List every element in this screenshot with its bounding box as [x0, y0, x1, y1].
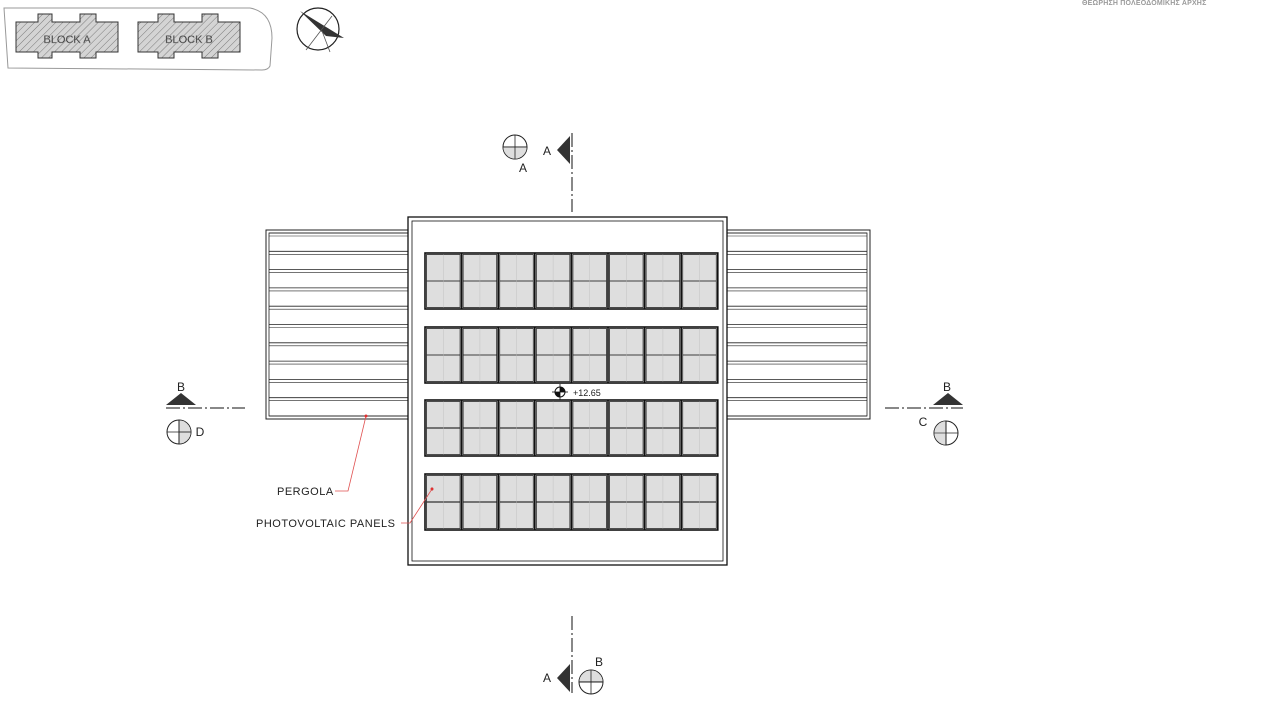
block-a-label: BLOCK A: [43, 34, 91, 46]
pv-panel: [533, 327, 571, 383]
pv-panel: [533, 253, 571, 309]
pv-panel: [570, 253, 607, 309]
pv-panel: [426, 401, 461, 455]
pv-panel: [460, 253, 498, 309]
pv-panel: [607, 474, 644, 530]
pv-panel: [607, 253, 644, 309]
pv-panel: [643, 400, 681, 456]
key-plan: BLOCK A BLOCK B: [3, 7, 273, 71]
pv-panel: [643, 253, 681, 309]
section-marker-icon-bottom: B: [578, 655, 604, 695]
pergola-left: [265, 229, 410, 420]
section-marker-icon-top: A: [502, 134, 528, 175]
block-b-outline: BLOCK B: [137, 13, 241, 59]
section-arrow-bottom: [557, 664, 570, 692]
pv-panel: [460, 327, 498, 383]
pv-panel: [570, 400, 607, 456]
section-cut-label-top: A: [543, 144, 551, 158]
section-cut-label-left: B: [177, 380, 185, 394]
section-line-a: A A: [543, 133, 573, 693]
pv-panel: [460, 400, 498, 456]
pv-panel: [497, 400, 534, 456]
block-b-label: BLOCK B: [165, 34, 213, 46]
pv-row: [424, 326, 719, 384]
section-marker-icon-left: D: [166, 419, 205, 445]
section-line-b: B B: [166, 380, 963, 409]
pv-row: [424, 252, 719, 310]
section-marker-label-bottom: B: [595, 655, 603, 669]
pv-panel: [426, 328, 461, 382]
annotations: PERGOLA PHOTOVOLTAIC PANELS: [256, 414, 434, 530]
pv-panel: [533, 400, 571, 456]
north-arrow-icon: [296, 7, 344, 53]
pv-panel: [460, 474, 498, 530]
pergola-label: PERGOLA: [277, 486, 334, 498]
pv-panel: [570, 327, 607, 383]
pv-panel: [680, 474, 717, 530]
level-marker: +12.65: [552, 384, 601, 400]
pv-panel: [643, 327, 681, 383]
section-marker-icon-right: C: [919, 415, 959, 446]
pv-panel: [426, 254, 461, 308]
pv-panel: [643, 474, 681, 530]
pv-panel: [680, 253, 717, 309]
pv-panel: [607, 400, 644, 456]
pv-panel: [570, 474, 607, 530]
photovoltaic-panels: [424, 252, 719, 531]
pv-panel: [533, 474, 571, 530]
pv-panel: [680, 400, 717, 456]
section-arrow-right: [933, 393, 963, 405]
section-arrow-left: [166, 393, 196, 405]
pergola-right: [725, 229, 871, 420]
pv-panel: [426, 475, 461, 529]
pv-panel: [680, 327, 717, 383]
block-a-outline: BLOCK A: [15, 13, 119, 59]
section-marker-label-left: D: [196, 425, 205, 439]
pv-panel: [497, 327, 534, 383]
pv-panel: [497, 253, 534, 309]
pv-panel: [497, 474, 534, 530]
section-marker-label-top: A: [519, 161, 527, 175]
pv-row: [424, 473, 719, 531]
section-marker-label-right: C: [919, 415, 928, 429]
level-value: +12.65: [573, 388, 601, 398]
section-cut-label-bottom: A: [543, 671, 551, 685]
pv-panels-label: PHOTOVOLTAIC PANELS: [256, 518, 396, 530]
pv-row: [424, 399, 719, 457]
section-cut-label-right: B: [943, 380, 951, 394]
sheet-header-title: ΘΕΩΡΗΣΗ ΠΟΛΕΟΔΟΜΙΚΗΣ ΑΡΧΗΣ: [1082, 0, 1207, 7]
section-arrow-top: [557, 136, 570, 164]
pv-panel: [607, 327, 644, 383]
